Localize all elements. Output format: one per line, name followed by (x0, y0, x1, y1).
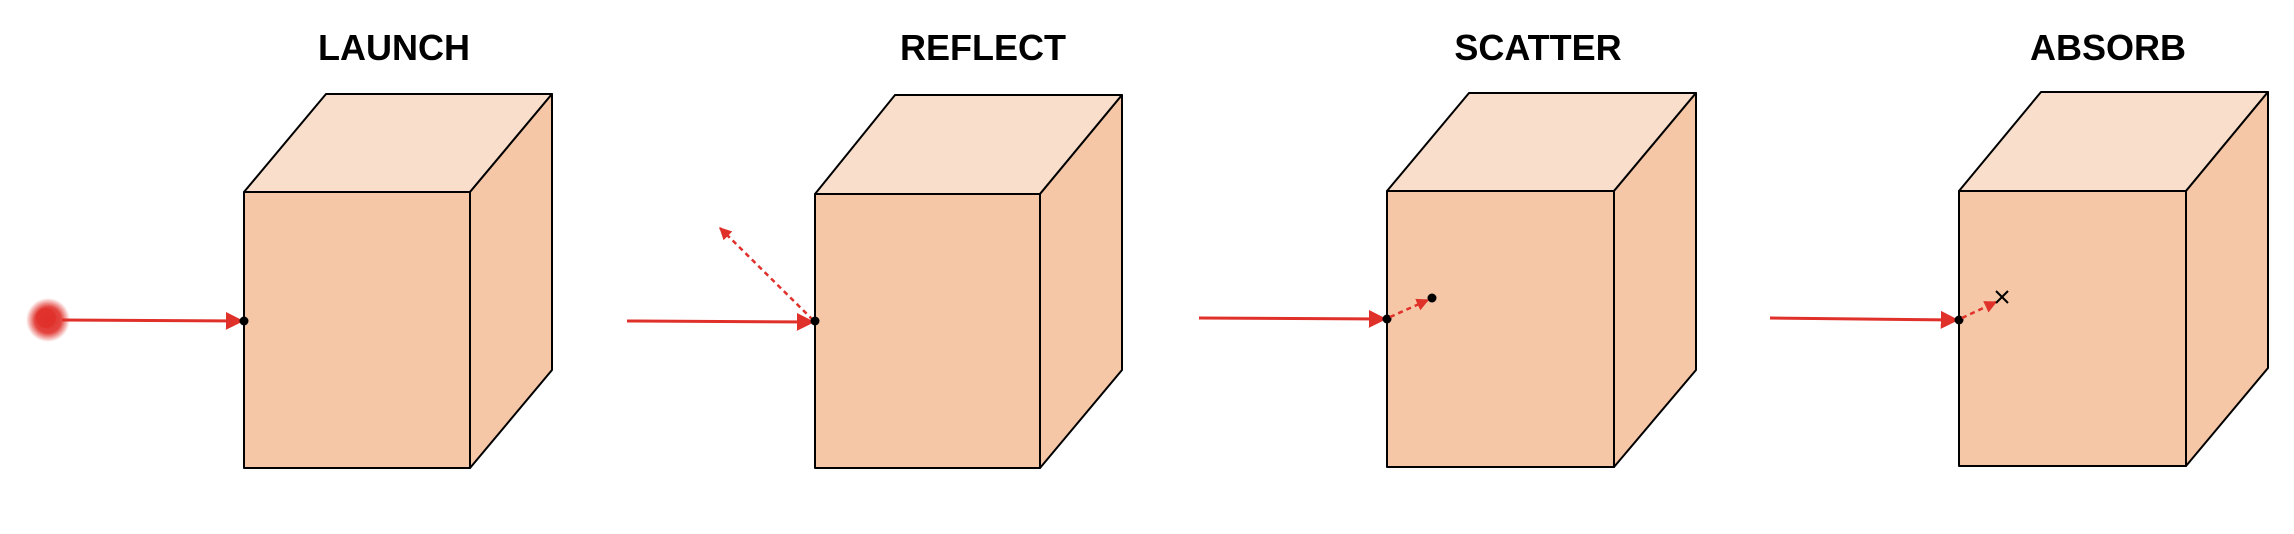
cube-scatter (1386, 92, 1697, 468)
incident-ray (1198, 309, 1387, 328)
absorption-mark-icon (1995, 290, 2009, 304)
photon-core (36, 308, 56, 328)
panel-launch: LAUNCH (26, 27, 553, 469)
scatter-point (1427, 293, 1437, 303)
incident-ray (1769, 310, 1959, 329)
entry-point (1382, 314, 1392, 324)
cube-launch (243, 93, 553, 469)
panel-title-launch: LAUNCH (318, 27, 470, 68)
incident-ray (626, 312, 815, 331)
absorb-path (1961, 300, 1998, 320)
scatter-path (1389, 298, 1430, 319)
cube-front-face (243, 191, 471, 469)
incident-ray (61, 311, 244, 330)
panel-title-reflect: REFLECT (900, 27, 1066, 68)
panel-reflect: REFLECT (626, 27, 1123, 469)
entry-point (239, 316, 249, 326)
reflected-ray (719, 227, 814, 321)
cube-reflect (814, 94, 1123, 469)
entry-point (1954, 315, 1964, 325)
panel-scatter: SCATTER (1198, 27, 1697, 468)
panel-title-absorb: ABSORB (2030, 27, 2186, 68)
panel-absorb: ABSORB (1769, 27, 2269, 467)
panel-title-scatter: SCATTER (1454, 27, 1621, 68)
cube-front-face (1958, 190, 2187, 467)
interaction-point (810, 316, 820, 326)
cube-absorb (1958, 91, 2269, 467)
cube-front-face (814, 193, 1041, 469)
cube-front-face (1386, 190, 1615, 468)
